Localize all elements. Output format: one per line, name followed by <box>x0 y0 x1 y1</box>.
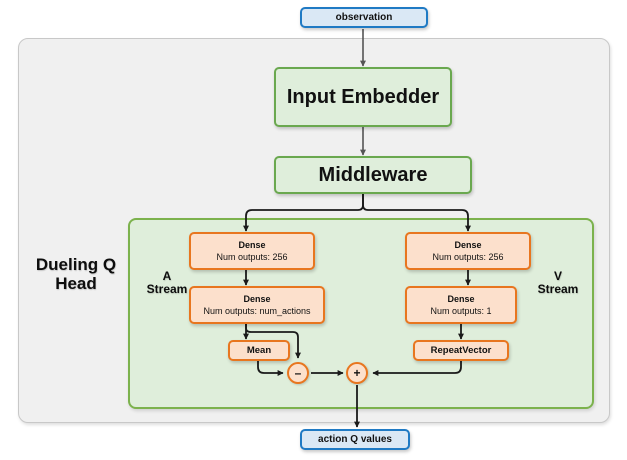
subtract-operator-node[interactable]: – <box>287 362 309 384</box>
observation-node[interactable]: observation <box>300 7 428 28</box>
dueling-q-head-label: Dueling Q Head <box>24 255 128 293</box>
repeat-vector-label: RepeatVector <box>430 344 492 356</box>
dueling-q-head-label-line1: Dueling Q <box>35 255 117 274</box>
v-stream-dense-1-sub: Num outputs: 1 <box>430 306 492 316</box>
v-stream-label-line2: Stream <box>537 282 579 297</box>
v-stream-dense-256-node[interactable]: Dense Num outputs: 256 <box>405 232 531 270</box>
a-stream-label-line2: Stream <box>146 282 188 297</box>
v-stream-dense-256-title: Dense <box>454 240 482 250</box>
a-stream-dense-numactions-sub: Num outputs: num_actions <box>203 306 311 316</box>
action-q-values-node[interactable]: action Q values <box>300 429 410 450</box>
add-operator-node[interactable]: + <box>346 362 368 384</box>
v-stream-dense-1-node[interactable]: Dense Num outputs: 1 <box>405 286 517 324</box>
v-stream-label-line1: V <box>553 269 562 283</box>
v-stream-dense-256-sub: Num outputs: 256 <box>432 252 504 262</box>
a-stream-dense-256-sub: Num outputs: 256 <box>216 252 288 262</box>
action-q-values-label: action Q values <box>318 434 392 445</box>
mean-label: Mean <box>246 344 272 356</box>
arrow-repeatvector-to-add <box>372 361 462 376</box>
add-operator-symbol: + <box>353 366 361 380</box>
arrow-mean-to-subtract <box>257 361 284 376</box>
input-embedder-node[interactable]: Input Embedder <box>274 67 452 127</box>
input-embedder-label: Input Embedder <box>286 85 440 108</box>
a-stream-dense-256-node[interactable]: Dense Num outputs: 256 <box>189 232 315 270</box>
arrow-a-dense2-to-subtract <box>245 324 301 359</box>
v-stream-dense-1-title: Dense <box>447 294 475 304</box>
dueling-q-head-label-line2: Head <box>55 274 97 294</box>
middleware-label: Middleware <box>318 163 428 186</box>
a-stream-dense-numactions-node[interactable]: Dense Num outputs: num_actions <box>189 286 325 324</box>
mean-node[interactable]: Mean <box>228 340 290 361</box>
middleware-node[interactable]: Middleware <box>274 156 472 194</box>
repeat-vector-node[interactable]: RepeatVector <box>413 340 509 361</box>
a-stream-dense-numactions-title: Dense <box>243 294 271 304</box>
a-stream-label-line1: A <box>162 269 172 283</box>
a-stream-label: A Stream <box>136 269 198 297</box>
arrow-middleware-split-right <box>362 194 471 232</box>
subtract-operator-symbol: – <box>294 366 302 380</box>
arrow-middleware-split-left <box>243 194 364 232</box>
v-stream-label: V Stream <box>527 269 589 297</box>
observation-label: observation <box>335 12 393 23</box>
a-stream-dense-256-title: Dense <box>238 240 266 250</box>
